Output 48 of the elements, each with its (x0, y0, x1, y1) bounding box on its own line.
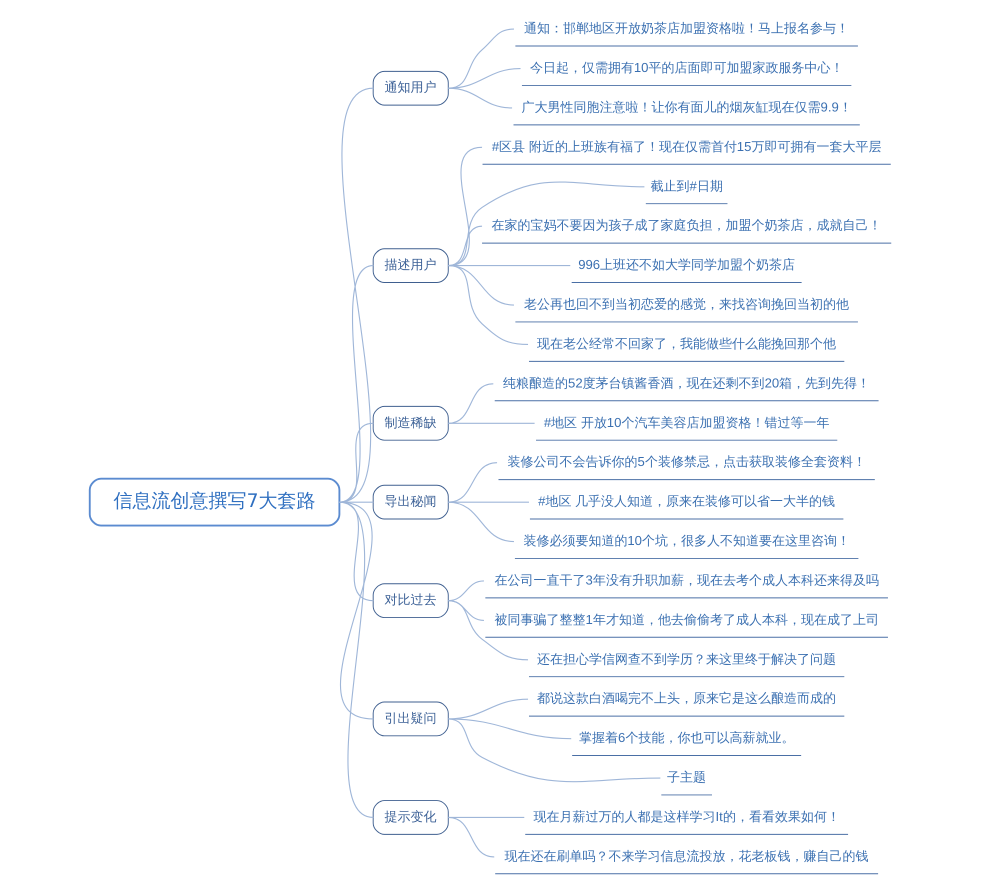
connector (448, 265, 514, 306)
node-box: 描述用户 (372, 248, 449, 283)
node-box: 提示变化 (372, 800, 449, 835)
connector (448, 816, 494, 858)
connector (448, 181, 644, 266)
node-box: 导出秘闻 (372, 484, 449, 520)
node-text: #地区 几乎没人知道，原来在装修可以省一大半的钱 (538, 494, 836, 509)
connector (448, 226, 482, 266)
node-text: 在家的宝妈不要因为孩子成了家庭负担，加盟个奶茶店，成就自己！ (492, 218, 882, 233)
node-text: 现在老公经常不回家了，我能做些什么能挽回那个他 (537, 336, 836, 351)
node-text: 纯粮酿造的52度茅台镇酱香酒，现在还剩不到20箱，先到先得！ (503, 375, 870, 390)
connector (448, 502, 514, 542)
connector (448, 502, 529, 503)
node-text: 被同事骗了整整1年才知道，他去偷偷考了成人本科，现在成了上司 (494, 612, 879, 627)
connector (448, 265, 528, 346)
node-box: 信息流创意撰写7大套路 (88, 478, 340, 527)
node-text: 装修必须要知道的10个坑，很多人不知道要在这里咨询！ (523, 533, 850, 548)
node-text: 现在月薪过万的人都是这样学习It的，看看效果如何！ (534, 808, 840, 824)
node-text: 现在还在刷单吗？不来学习信息流投放，花老板钱，赚自己的钱 (504, 848, 869, 864)
connector (339, 88, 374, 503)
node-text: 老公再也回不到当初恋爱的感觉，来找咨询挽回当初的他 (524, 296, 850, 312)
connector (448, 580, 484, 602)
node-text: 还在担心学信网查不到学历？来这里终于解决了问题 (537, 651, 836, 666)
node-text: 截止到#日期 (650, 178, 723, 194)
connector (448, 718, 660, 782)
connector (448, 146, 482, 266)
node-text: 装修公司不会告诉你的5个装修禁忌，点击获取装修全套资料！ (507, 454, 866, 470)
node-text: #区县 附近的上班族有福了！现在仅需首付15万即可拥有一套大平层 (492, 138, 882, 154)
node-text: 子主题 (667, 770, 706, 785)
node-text: 广大男性同胞注意啦！让你有面儿的烟灰缸现在仅需9.9！ (522, 99, 852, 114)
node-text: 都说这款白酒喝完不上头，原来它是这么酿造而成的 (537, 690, 836, 706)
node-box: 制造稀缺 (372, 406, 449, 441)
connector (448, 88, 512, 109)
connector (339, 502, 374, 818)
node-box: 引出疑问 (372, 702, 449, 736)
node-text: 掌握着6个技能，你也可以高薪就业。 (578, 730, 794, 746)
node-text: 今日起，仅需拥有10平的店面即可加盟家政服务中心！ (530, 60, 844, 76)
node-text: 在公司一直干了3年没有升职加薪，现在去考个成人本科还来得及吗 (494, 572, 879, 588)
connector (448, 600, 528, 660)
connector (448, 600, 484, 621)
connector (448, 422, 535, 424)
connector (339, 502, 374, 720)
node-text: #地区 开放10个汽车美容店加盟资格！错过等一年 (544, 414, 830, 430)
connector (448, 68, 521, 89)
node-text: 996上班还不如大学同学加盟个奶茶店 (578, 257, 796, 272)
node-box: 通知用户 (372, 70, 449, 106)
node-box: 对比过去 (372, 583, 449, 618)
node-text: 通知：邯郸地区开放奶茶店加盟资格啦！马上报名参与！ (524, 20, 850, 36)
